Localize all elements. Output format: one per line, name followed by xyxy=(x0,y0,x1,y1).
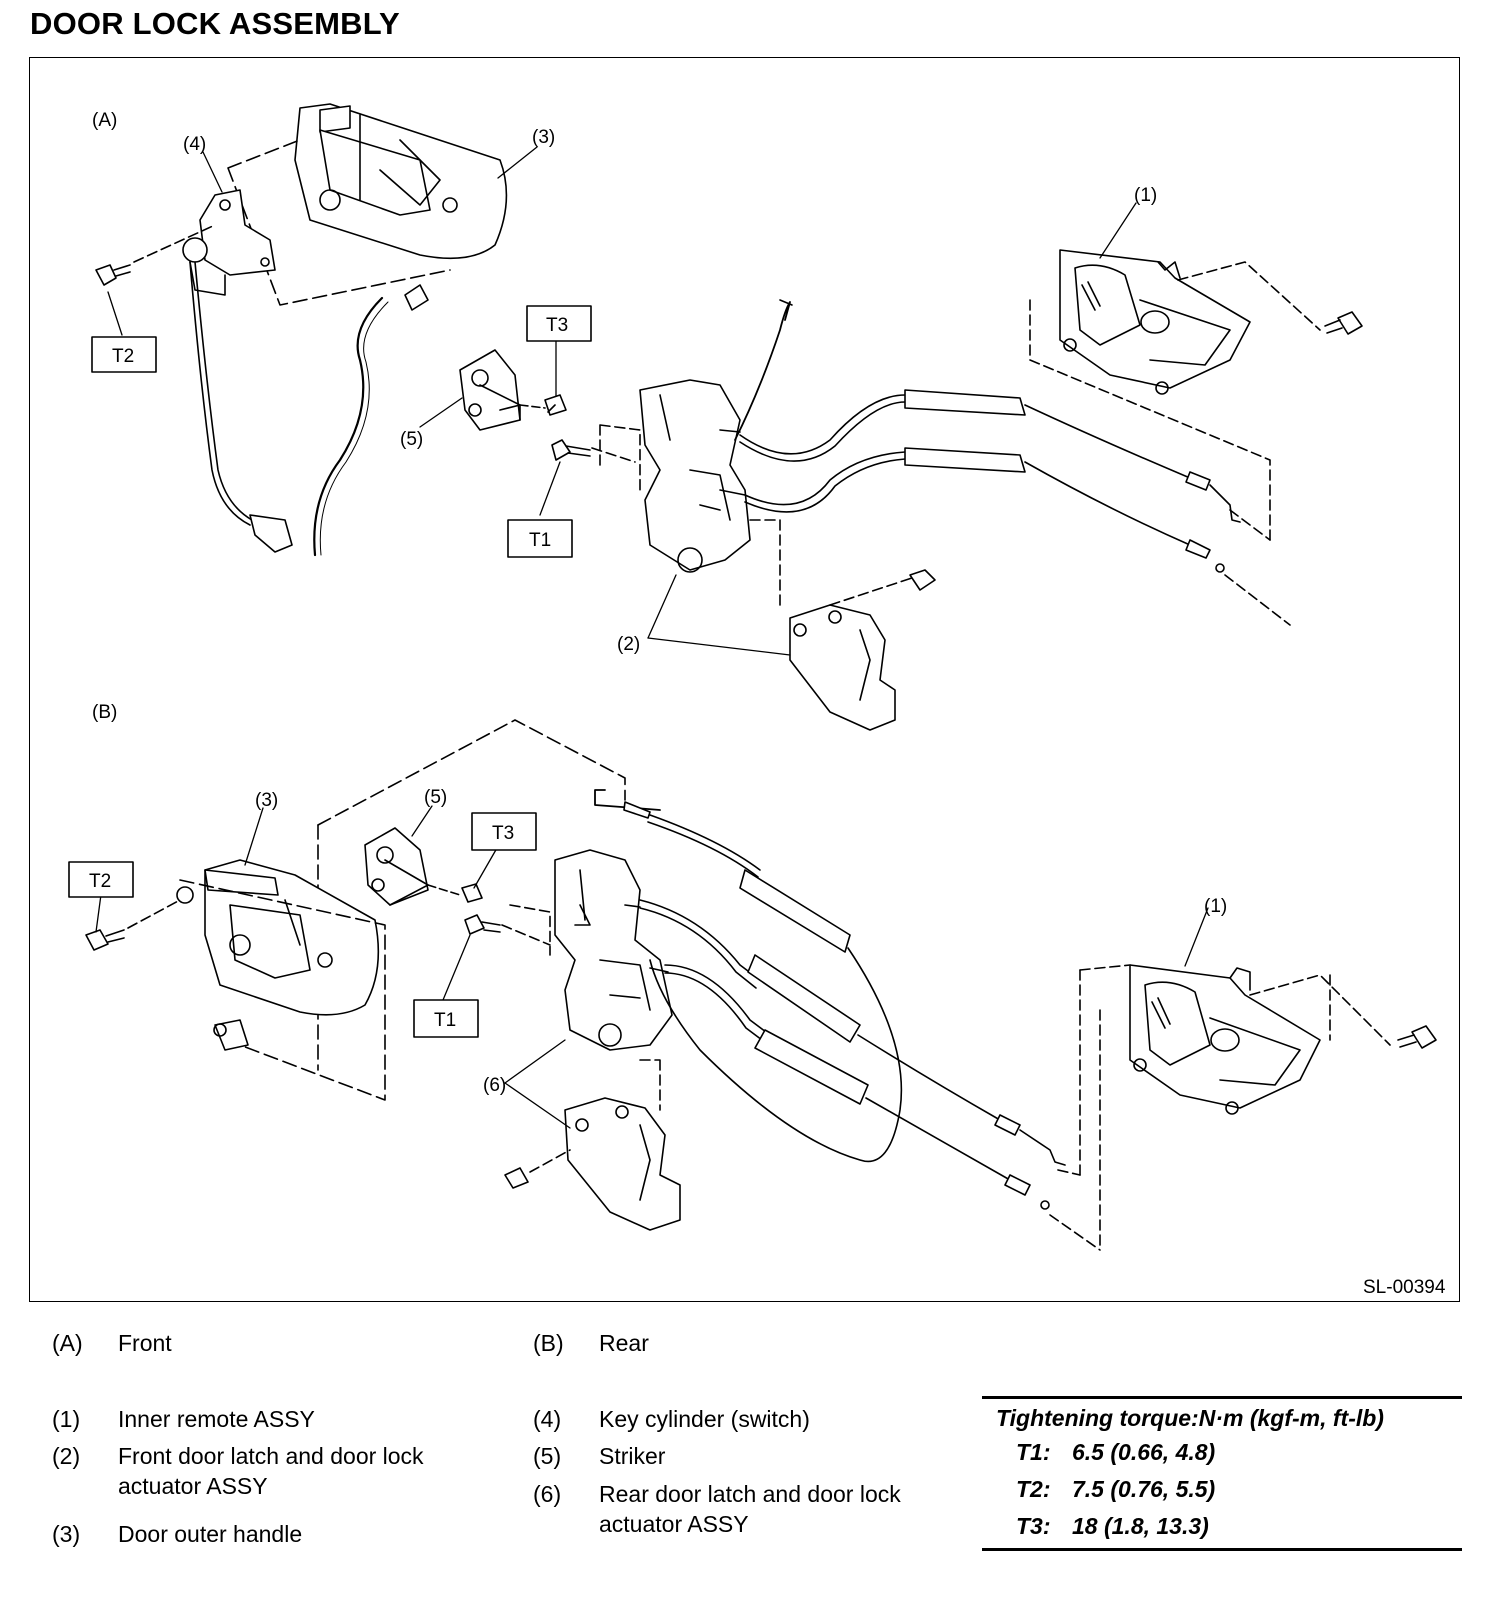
diagram-frame xyxy=(29,57,1460,1302)
front-assembly xyxy=(95,103,1363,731)
svg-text:T1: T1 xyxy=(529,530,551,551)
torque-tag-t2-front: T2 xyxy=(91,336,157,373)
svg-text:T2: T2 xyxy=(89,871,111,892)
front-door-latch xyxy=(639,379,751,573)
svg-text:T1: T1 xyxy=(434,1010,456,1031)
svg-text:T3: T3 xyxy=(546,315,568,336)
part-label-5-front: (5) xyxy=(400,429,423,450)
leader-lines xyxy=(95,146,1209,1129)
legend-value: Rear xyxy=(599,1330,649,1356)
legend-section-a: (A) Front xyxy=(52,1328,492,1362)
front-inner-remote xyxy=(1030,249,1321,626)
legend-part-3: (3) Door outer handle xyxy=(52,1521,303,1547)
torque-tag-t3-rear: T3 xyxy=(471,812,537,851)
section-label-b: (B) xyxy=(92,702,117,723)
legend-part-5: (5) Striker xyxy=(533,1443,666,1469)
legend-key: (B) xyxy=(533,1330,564,1356)
torque-row-t1: T1: 6.5 (0.66, 4.8) xyxy=(1016,1439,1216,1465)
rear-cables xyxy=(639,814,1066,1210)
rear-door-latch xyxy=(554,849,673,1051)
torque-tag-t1-front: T1 xyxy=(507,519,573,558)
part-label-1-front: (1) xyxy=(1134,185,1157,206)
torque-table: Tightening torque:N·m (kgf-m, ft-lb) T1:… xyxy=(982,1396,1462,1551)
legend-part-2: (2) Front door latch and door lock actua… xyxy=(52,1443,424,1499)
part-label-3-front: (3) xyxy=(532,127,555,148)
part-label-6: (6) xyxy=(483,1075,506,1096)
legend-value: Front xyxy=(118,1330,172,1356)
page-title: DOOR LOCK ASSEMBLY xyxy=(30,6,400,41)
torque-tag-t1-rear: T1 xyxy=(413,999,479,1038)
svg-text:T3: T3 xyxy=(492,823,514,844)
figure-id: SL-00394 xyxy=(1363,1277,1446,1298)
rear-lock-actuator xyxy=(564,1059,681,1231)
legend-part-6: (6) Rear door latch and door lock actuat… xyxy=(533,1481,901,1537)
rear-inner-remote xyxy=(1049,964,1391,1251)
front-lock-actuator xyxy=(749,519,896,731)
part-label-2: (2) xyxy=(617,634,640,655)
part-label-3-rear: (3) xyxy=(255,790,278,811)
torque-table-header: Tightening torque:N·m (kgf-m, ft-lb) xyxy=(996,1405,1384,1431)
torque-row-t2: T2: 7.5 (0.76, 5.5) xyxy=(1016,1476,1216,1502)
rear-striker xyxy=(364,827,461,906)
front-cables xyxy=(739,389,1241,573)
legend-part-4: (4) Key cylinder (switch) xyxy=(533,1406,810,1432)
part-label-4: (4) xyxy=(183,134,206,155)
svg-text:T2: T2 xyxy=(112,346,134,367)
rear-assembly xyxy=(85,719,1437,1251)
legend-section-b: (B) Rear xyxy=(533,1328,973,1362)
part-label-5-rear: (5) xyxy=(424,787,447,808)
legend-part-1: (1) Inner remote ASSY xyxy=(52,1406,315,1432)
part-label-1-rear: (1) xyxy=(1204,896,1227,917)
legend-key: (A) xyxy=(52,1330,83,1356)
torque-tag-t3-front: T3 xyxy=(526,305,592,342)
rear-outer-handle xyxy=(176,859,380,1016)
front-bolt-t2 xyxy=(95,224,216,286)
front-outer-handle xyxy=(294,103,508,260)
front-striker xyxy=(459,349,546,431)
section-label-a: (A) xyxy=(92,110,117,131)
torque-tag-t2-rear: T2 xyxy=(68,861,134,898)
torque-row-t3: T3: 18 (1.8, 13.3) xyxy=(1016,1513,1209,1539)
